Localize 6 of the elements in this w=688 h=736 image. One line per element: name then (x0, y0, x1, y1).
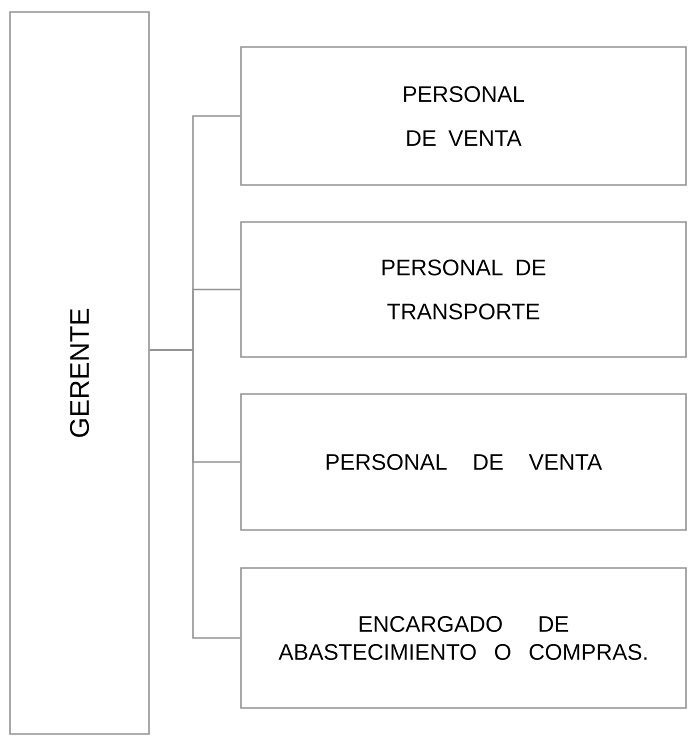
role-box: PERSONAL DE VENTA (240, 393, 687, 531)
manager-box: GERENTE (9, 11, 150, 735)
role-box: PERSONAL DE VENTA (240, 46, 687, 186)
role-box: ENCARGADO DE ABASTECIMIENTO O COMPRAS. (240, 567, 687, 709)
role-box: PERSONAL DE TRANSPORTE (240, 221, 687, 358)
connector-line (150, 349, 240, 639)
